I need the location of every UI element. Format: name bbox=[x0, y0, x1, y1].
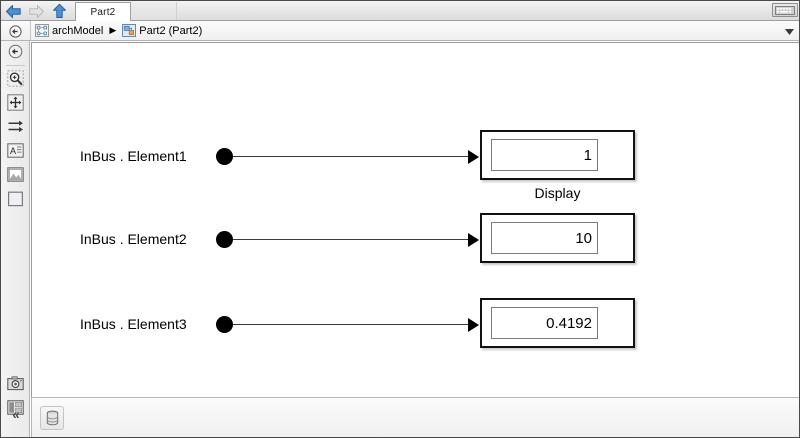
signal-arrow-icon bbox=[468, 318, 479, 332]
breadcrumb-separator-icon: ▶ bbox=[109, 25, 117, 35]
signal-row: InBus . Element3 bbox=[32, 304, 799, 344]
data-store-icon[interactable] bbox=[40, 406, 64, 430]
signal-label[interactable]: InBus . Element1 bbox=[80, 148, 187, 164]
keyboard-icon[interactable] bbox=[772, 3, 798, 17]
display-block[interactable]: 0.4192 bbox=[480, 298, 635, 348]
display-block[interactable]: 10 bbox=[480, 213, 635, 263]
area-icon[interactable] bbox=[5, 188, 26, 209]
signal-row: InBus . Element2 bbox=[32, 219, 799, 259]
fit-to-view-icon[interactable] bbox=[5, 92, 26, 113]
collapse-rail-chevron-icon[interactable]: « bbox=[12, 406, 20, 422]
display-value: 10 bbox=[491, 222, 598, 254]
signal-label[interactable]: InBus . Element2 bbox=[80, 231, 187, 247]
svg-text:A: A bbox=[10, 146, 16, 156]
forward-arrow-icon bbox=[26, 2, 46, 20]
display-value: 1 bbox=[491, 139, 598, 171]
annotation-icon[interactable]: A bbox=[5, 140, 26, 161]
breadcrumb-divider bbox=[30, 21, 31, 40]
navigate-back-circle-icon[interactable] bbox=[8, 24, 22, 38]
signal-arrow-icon bbox=[468, 150, 479, 164]
signal-wire[interactable] bbox=[233, 324, 468, 325]
breadcrumb-bar: archModel ▶ Part2 (Part2) bbox=[1, 21, 799, 41]
up-arrow-icon[interactable] bbox=[49, 2, 69, 20]
signal-wire[interactable] bbox=[233, 156, 468, 157]
layout-panel-icon[interactable] bbox=[5, 397, 26, 418]
signal-arrow-icon bbox=[468, 233, 479, 247]
tab-bar: Part2 bbox=[1, 1, 799, 21]
model-icon bbox=[35, 24, 49, 37]
tab-part2[interactable]: Part2 bbox=[75, 2, 131, 21]
display-value: 0.4192 bbox=[491, 307, 598, 339]
display-block[interactable]: 1 bbox=[480, 130, 635, 180]
model-canvas[interactable]: InBus . Element1 1 Display InBus . Eleme… bbox=[31, 42, 799, 397]
tab-strip-filler bbox=[131, 2, 177, 20]
navigation-arrows bbox=[3, 1, 69, 21]
image-icon[interactable] bbox=[5, 164, 26, 185]
rail-divider bbox=[6, 65, 25, 66]
breadcrumb-model-label[interactable]: archModel bbox=[52, 24, 104, 37]
signal-wire[interactable] bbox=[233, 239, 468, 240]
signal-port[interactable] bbox=[216, 316, 233, 333]
signal-row: InBus . Element1 bbox=[32, 136, 799, 176]
display-block-caption: Display bbox=[534, 185, 581, 201]
signal-port[interactable] bbox=[216, 231, 233, 248]
signal-routing-icon[interactable] bbox=[5, 116, 26, 137]
signal-port[interactable] bbox=[216, 148, 233, 165]
camera-icon[interactable] bbox=[5, 373, 26, 394]
subsystem-icon bbox=[122, 24, 137, 37]
tool-rail: A bbox=[1, 41, 30, 437]
status-bar bbox=[31, 397, 799, 437]
back-arrow-icon[interactable] bbox=[3, 2, 23, 20]
signal-label[interactable]: InBus . Element3 bbox=[80, 316, 187, 332]
tab-label: Part2 bbox=[90, 6, 116, 18]
chevron-down-icon[interactable] bbox=[783, 25, 795, 37]
zoom-region-icon[interactable] bbox=[5, 68, 26, 89]
breadcrumb: archModel ▶ Part2 (Part2) bbox=[35, 21, 202, 40]
breadcrumb-subsystem-label[interactable]: Part2 (Part2) bbox=[139, 24, 203, 37]
navigate-up-icon[interactable] bbox=[5, 41, 26, 62]
